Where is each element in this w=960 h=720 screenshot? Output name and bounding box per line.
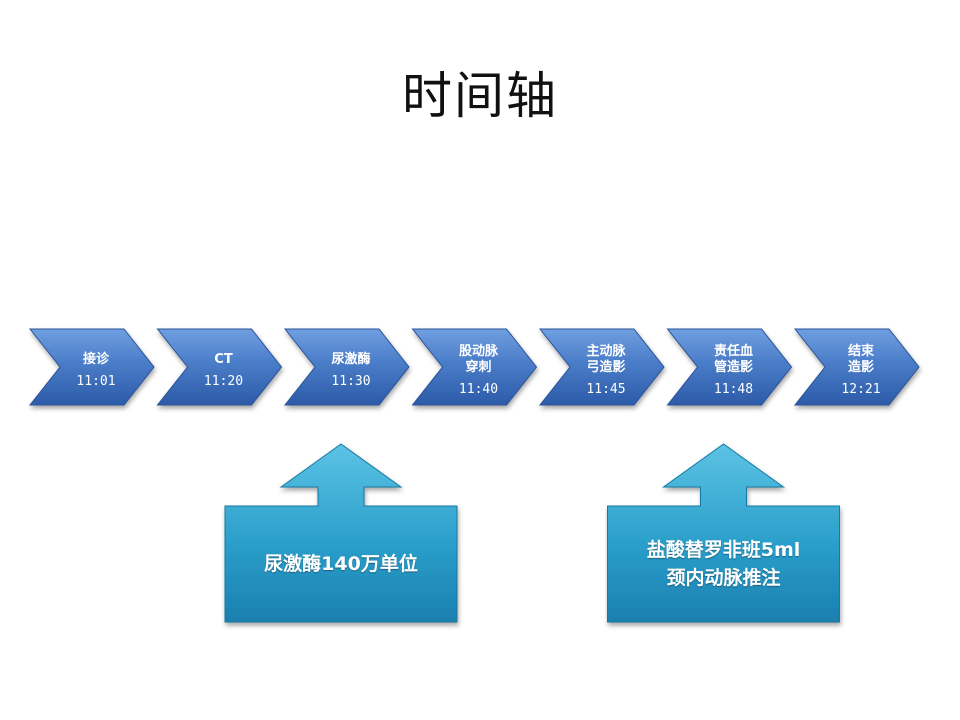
timeline-step-time: 12:21	[841, 382, 880, 397]
timeline-step-label: 结束	[848, 343, 875, 359]
timeline-step-chevron	[666, 328, 793, 406]
timeline-step-label: 股动脉	[459, 343, 499, 359]
slide-title: 时间轴	[402, 67, 558, 125]
callout-text-line: 颈内动脉推注	[666, 567, 781, 589]
timeline-step-chevron	[793, 328, 920, 406]
timeline-step-chevron	[411, 328, 538, 406]
timeline-step-label: 尿激酶	[331, 351, 370, 367]
timeline-step-label: 造影	[848, 359, 874, 375]
timeline-step-time: 11:30	[331, 374, 370, 389]
callout-text-line: 盐酸替罗非班5ml	[646, 539, 801, 561]
timeline-step-label: CT	[214, 352, 233, 367]
timeline-step-label: 接诊	[83, 351, 110, 367]
callout-text: 尿激酶140万单位	[225, 550, 457, 578]
callout-text: 盐酸替罗非班5ml 颈内动脉推注	[608, 536, 840, 592]
callout-up-arrow	[224, 443, 458, 623]
timeline-step-time: 11:48	[714, 382, 753, 397]
timeline-step-time: 11:45	[586, 382, 625, 397]
timeline-step-time: 11:20	[204, 374, 243, 389]
timeline-step-chevron	[156, 328, 283, 406]
timeline-step-label: 管造影	[714, 359, 753, 375]
timeline-step-label: 弓造影	[586, 359, 625, 375]
timeline-step-time: 11:01	[76, 374, 115, 389]
callout-text-line: 尿激酶140万单位	[264, 553, 418, 575]
timeline-step-time: 11:40	[459, 382, 498, 397]
timeline-step-label: 穿刺	[465, 359, 491, 375]
timeline-step-chevron	[28, 328, 155, 406]
timeline-step-chevron	[283, 328, 410, 406]
timeline-step-label: 责任血	[714, 343, 753, 359]
timeline-step-label: 主动脉	[586, 343, 626, 359]
timeline-step-chevron	[538, 328, 665, 406]
callout-up-arrow	[607, 443, 840, 623]
